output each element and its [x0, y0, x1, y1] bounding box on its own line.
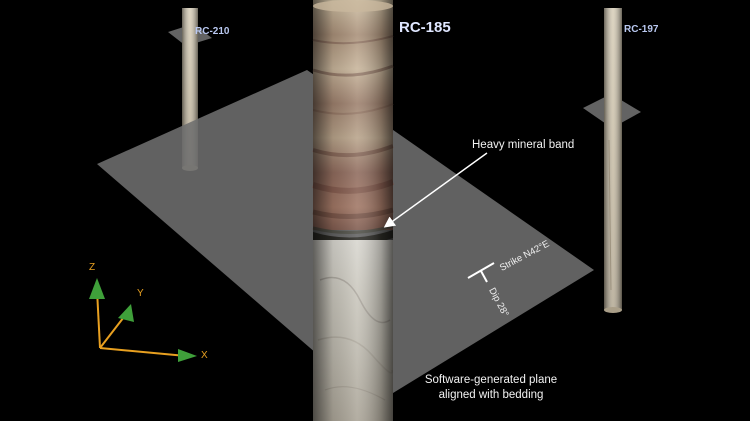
heavy-mineral-label: Heavy mineral band: [472, 139, 575, 151]
label-rc197: RC-197: [624, 24, 659, 35]
plane-caption-line1: Software-generated plane: [424, 374, 558, 386]
axis-x-label: X: [201, 350, 208, 361]
plane-caption: Software-generated plane aligned with be…: [411, 373, 571, 403]
label-rc210: RC-210: [195, 26, 230, 37]
axis-z-label: Z: [89, 262, 96, 273]
axes-triad: [89, 278, 197, 362]
plane-caption-line2: aligned with bedding: [438, 389, 544, 401]
axis-y-label: Y: [137, 288, 144, 299]
strike-dip-symbol: [467, 262, 495, 283]
borehole-rc185: [312, 0, 395, 421]
label-rc185: RC-185: [399, 19, 451, 36]
heavy-mineral-arrow: [383, 152, 488, 228]
